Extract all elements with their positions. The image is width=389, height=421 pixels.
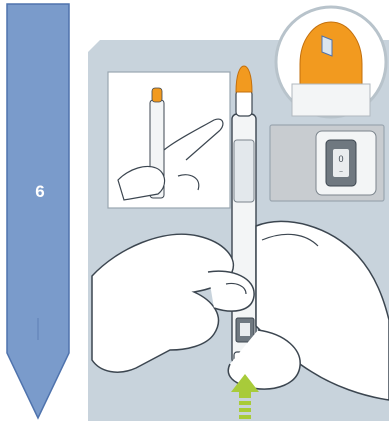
circle-cap-closeup bbox=[276, 7, 386, 117]
step-number: 6 bbox=[20, 182, 60, 202]
step-banner bbox=[7, 4, 69, 418]
svg-text:0: 0 bbox=[338, 154, 343, 164]
inset-dose-window: 0 – bbox=[270, 125, 384, 201]
inset-hand-pen bbox=[108, 72, 230, 208]
pen-injector bbox=[232, 66, 256, 370]
